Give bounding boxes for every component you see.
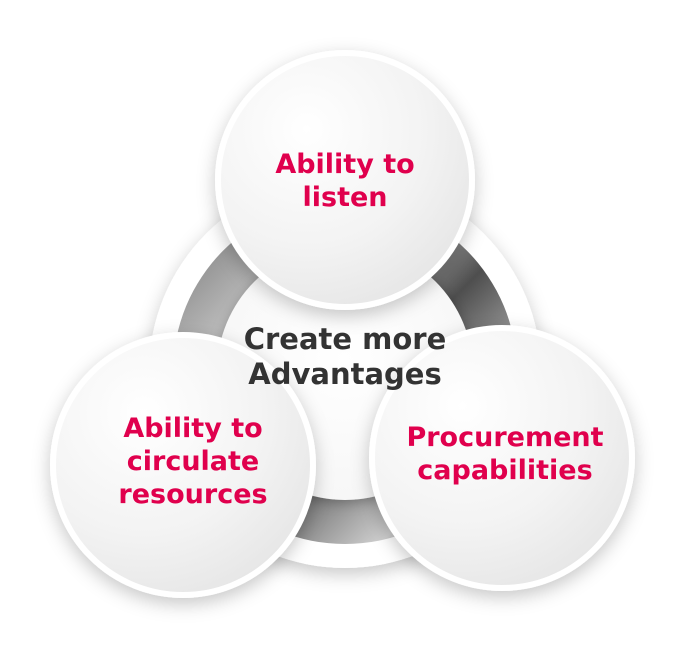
center-label-line-1: Create more <box>243 322 447 356</box>
right-circle-label: Procurement capabilities <box>400 422 610 488</box>
right-circle-label-line-2: capabilities <box>417 454 593 486</box>
left-circle-label-line-2: circulate <box>126 445 260 477</box>
center-label: Create more Advantages <box>225 322 465 393</box>
left-circle-label-line-1: Ability to <box>123 413 263 444</box>
top-circle-label: Ability to listen <box>245 149 445 215</box>
center-label-line-2: Advantages <box>248 357 442 392</box>
top-circle-label-line-1: Ability to <box>275 149 415 180</box>
circle-right <box>369 325 635 591</box>
circle-top <box>215 50 475 310</box>
left-circle-label: Ability to circulate resources <box>93 413 293 512</box>
right-circle-label-line-1: Procurement <box>406 422 604 453</box>
top-circle-label-line-2: listen <box>302 181 388 213</box>
left-circle-label-line-3: resources <box>118 478 268 510</box>
circle-left <box>50 332 316 598</box>
